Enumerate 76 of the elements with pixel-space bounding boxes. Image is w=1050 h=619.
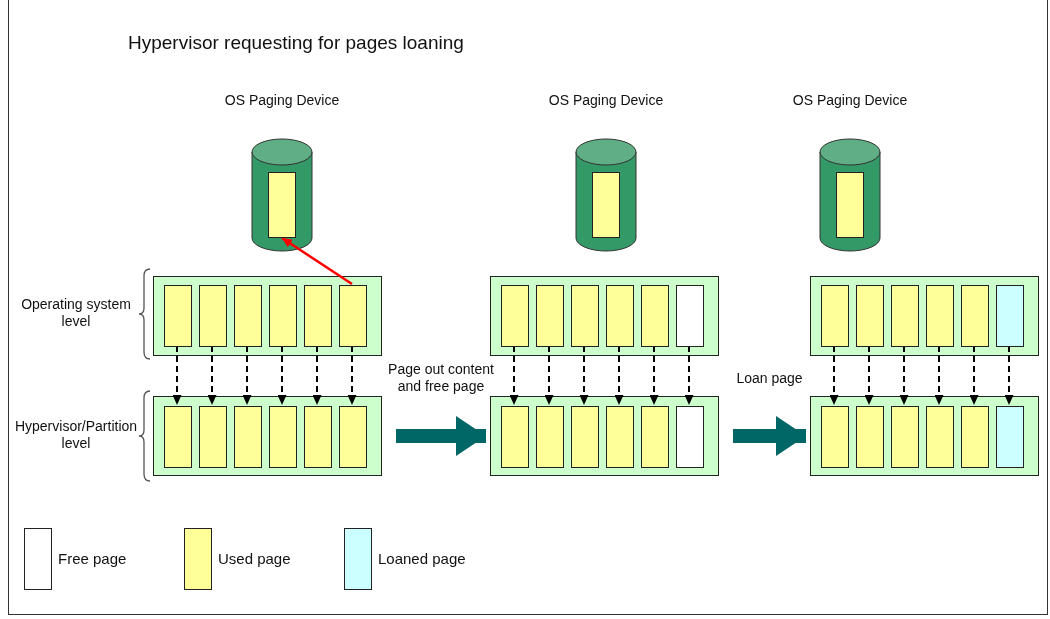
page-slot [199, 406, 227, 468]
page-slot [821, 285, 849, 347]
page-slot [961, 406, 989, 468]
page-slot [269, 285, 297, 347]
level-label: Hypervisor/Partition level [14, 418, 138, 453]
page-slot [606, 285, 634, 347]
page-slot [996, 285, 1024, 347]
page-slot [501, 406, 529, 468]
page-slot [606, 406, 634, 468]
page-slot [304, 406, 332, 468]
edge-label: Page out content and free page [386, 361, 496, 395]
page-slot [199, 285, 227, 347]
dashed-arrow [347, 345, 357, 406]
dashed-arrow [579, 345, 589, 406]
dashed-arrow [277, 345, 287, 406]
page-slot [269, 406, 297, 468]
dashed-arrow [172, 345, 182, 406]
device-label: OS Paging Device [547, 92, 665, 110]
block-arrow [396, 416, 486, 456]
page-slot [926, 406, 954, 468]
dashed-arrow [207, 345, 217, 406]
page-slot [592, 172, 620, 238]
page-slot [339, 285, 367, 347]
dashed-arrow [312, 345, 322, 406]
block-arrow [733, 416, 806, 456]
page-slot [304, 285, 332, 347]
dashed-arrow [684, 345, 694, 406]
memory-strip [153, 396, 382, 476]
page-slot [164, 285, 192, 347]
memory-strip [490, 276, 719, 356]
page-slot [536, 285, 564, 347]
memory-strip [810, 396, 1039, 476]
dashed-arrow [864, 345, 874, 406]
device-label: OS Paging Device [223, 92, 341, 110]
page-slot [891, 285, 919, 347]
page-slot [856, 406, 884, 468]
page-slot [676, 406, 704, 468]
dashed-arrow [544, 345, 554, 406]
memory-strip [490, 396, 719, 476]
page-slot [571, 285, 599, 347]
dashed-arrow [899, 345, 909, 406]
page-slot [164, 406, 192, 468]
device-label: OS Paging Device [791, 92, 909, 110]
legend-label: Used page [218, 550, 292, 569]
level-label: Operating system level [20, 296, 132, 331]
page-slot [501, 285, 529, 347]
page-slot [339, 406, 367, 468]
arrow [281, 236, 353, 286]
page-slot [891, 406, 919, 468]
page-slot [856, 285, 884, 347]
page-slot [234, 285, 262, 347]
page-slot [641, 406, 669, 468]
dashed-arrow [969, 345, 979, 406]
page-slot [676, 285, 704, 347]
page-slot [536, 406, 564, 468]
memory-strip [810, 276, 1039, 356]
page-slot [234, 406, 262, 468]
dashed-arrow [509, 345, 519, 406]
page-slot [836, 172, 864, 238]
dashed-arrow [614, 345, 624, 406]
page-slot [641, 285, 669, 347]
dashed-arrow [649, 345, 659, 406]
memory-strip [153, 276, 382, 356]
dashed-arrow [242, 345, 252, 406]
page-slot [571, 406, 599, 468]
page-slot [961, 285, 989, 347]
page-slot [821, 406, 849, 468]
legend-label: Free page [58, 550, 128, 569]
dashed-arrow [934, 345, 944, 406]
dashed-arrow [1004, 345, 1014, 406]
page-slot [926, 285, 954, 347]
page-slot [268, 172, 296, 238]
page-slot [996, 406, 1024, 468]
title: Hypervisor requesting for pages loaning [128, 32, 465, 55]
legend-label: Loaned page [378, 550, 467, 569]
dashed-arrow [829, 345, 839, 406]
